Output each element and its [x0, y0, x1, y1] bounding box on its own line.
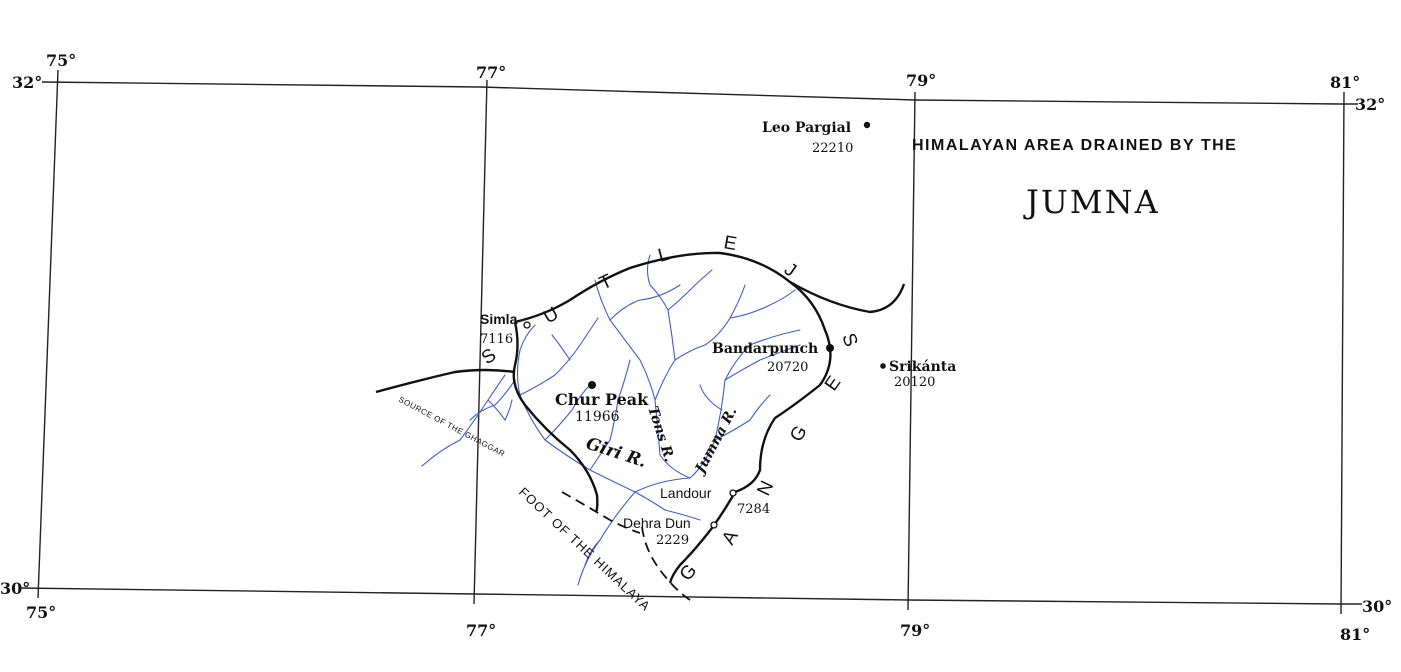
leo-pargial-marker	[863, 121, 871, 129]
simla-elevation: 7116	[480, 332, 513, 347]
landour-marker	[729, 489, 737, 497]
bottom-lon-79: 79°	[900, 621, 930, 640]
southern-stream	[584, 539, 601, 566]
srikanta-elevation: 20120	[894, 375, 935, 390]
longitude-79-line	[907, 91, 916, 611]
giri-tributary-1	[544, 384, 591, 441]
landour-label: Landour	[660, 485, 712, 501]
sutlej-letter-6: J	[780, 259, 800, 282]
top-lon-81: 81°	[1330, 73, 1360, 92]
simla-marker	[523, 321, 531, 329]
top-lon-79: 79°	[906, 71, 936, 90]
river-network	[421, 254, 801, 586]
source-ghaggar-label: SOURCE OF THE GHAGGAR	[397, 395, 507, 459]
jumna-tributary-3	[699, 384, 723, 411]
ghaggar-stream-1	[421, 374, 506, 467]
ganges-divide	[668, 491, 737, 584]
foot-dash-west	[561, 491, 641, 534]
ghaggar-stream-2	[469, 379, 516, 421]
giri-tributary-4	[589, 399, 619, 471]
watershed-north	[514, 251, 906, 324]
giri-tributary-5	[617, 359, 631, 401]
map-title: JUMNA	[1023, 183, 1160, 221]
srikanta-label: Srikánta	[889, 359, 956, 375]
left-lat-30: 30°	[0, 579, 30, 598]
chur-peak-marker	[588, 381, 596, 389]
bottom-lon-77: 77°	[466, 621, 496, 640]
bandarpunch-label: Bandarpunch	[712, 341, 818, 357]
simla-label: Simla	[480, 311, 518, 327]
watershed-west	[512, 321, 599, 513]
giri-river	[516, 324, 636, 493]
ganges-letter-4: G	[786, 422, 812, 445]
bandarpunch-elevation: 20720	[767, 360, 808, 375]
right-lat-32: 32°	[1355, 95, 1385, 114]
tons-river-label: Tons R.	[644, 404, 677, 464]
giri-tributary-3	[551, 334, 571, 361]
giri-tributary-2	[519, 317, 599, 396]
watershed-east	[734, 281, 832, 494]
jumna-river-label: Jumna R.	[691, 405, 740, 479]
bottom-lon-75: 75°	[26, 603, 56, 622]
tons-river	[594, 279, 691, 479]
longitude-81-line	[1340, 91, 1345, 615]
sutlej-letter-1: S	[478, 345, 500, 369]
longitude-75-line	[37, 69, 59, 599]
bottom-lon-81: 81°	[1340, 625, 1370, 644]
ganges-letter-3: N	[753, 478, 778, 499]
tons-tributary-1	[654, 284, 746, 401]
bandarpunch-marker	[826, 344, 834, 352]
place-markers	[523, 121, 886, 529]
leo-pargial-label: Leo Pargial	[762, 120, 851, 136]
sutlej-letter-5: E	[722, 232, 738, 255]
latitude-30-line	[19, 587, 1362, 605]
ghaggar-divide	[375, 368, 516, 394]
srikanta-marker	[880, 363, 886, 369]
chur-peak-label: Chur Peak	[555, 390, 649, 409]
sutlej-letter-4: L	[656, 244, 672, 267]
right-lat-30: 30°	[1362, 597, 1392, 616]
ganges-letter-2: A	[718, 527, 743, 549]
chur-peak-elevation: 11966	[575, 409, 620, 425]
latitude-32-line	[41, 81, 1358, 105]
place-labels: Leo Pargial 22210 Simla 7116 Chur Peak 1…	[480, 120, 956, 548]
pabbar-branch	[609, 284, 681, 321]
ghaggar-stream-3	[487, 399, 513, 422]
jumna-tributary-2	[714, 394, 771, 441]
longitude-77-line	[473, 79, 488, 605]
leo-pargial-elevation: 22210	[812, 141, 853, 156]
sutlej-letter-3: T	[596, 270, 616, 294]
dehra-dun-label: Dehra Dun	[623, 515, 691, 531]
jumna-river	[577, 329, 801, 586]
top-lon-75: 75°	[46, 51, 76, 70]
landour-elevation: 7284	[737, 502, 770, 517]
tons-tributary-2	[646, 254, 676, 361]
dehra-dun-marker	[710, 521, 718, 529]
watershed-lines	[375, 251, 906, 584]
jumna-tributary-1	[724, 344, 801, 381]
foot-of-himalaya-line	[561, 491, 691, 601]
ganges-letter-6: S	[837, 331, 861, 350]
dun-stream	[634, 491, 701, 521]
graticule-labels: 75° 77° 79° 81° 32° 30° 32° 30° 75° 77° …	[0, 51, 1392, 644]
tons-tributary-3	[667, 269, 713, 311]
left-lat-32: 32°	[12, 73, 42, 92]
top-lon-77: 77°	[476, 63, 506, 82]
graticule	[19, 69, 1362, 615]
map-header: HIMALAYAN AREA DRAINED BY THE	[912, 137, 1237, 154]
dehra-dun-elevation: 2229	[656, 533, 689, 548]
giri-river-label: Giri R.	[583, 434, 648, 472]
tons-tributary-4	[729, 289, 796, 319]
